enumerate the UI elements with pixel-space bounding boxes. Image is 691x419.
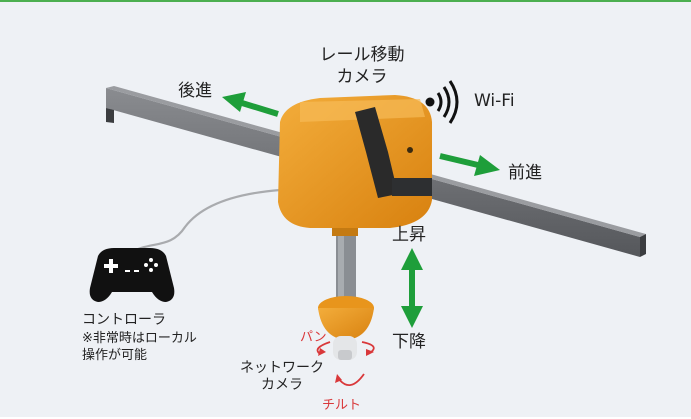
label-backward: 後進 xyxy=(178,81,212,101)
arrow-up-down xyxy=(401,248,423,328)
arrow-forward xyxy=(439,153,500,176)
label-wifi: Wi-Fi xyxy=(474,91,515,111)
label-down: 下降 xyxy=(392,332,426,352)
label-network-camera: ネットワーク カメラ xyxy=(234,360,330,394)
controller-cable xyxy=(127,188,281,255)
camera-title-line1: レール移動 xyxy=(319,45,405,65)
rail-camera-body xyxy=(278,95,432,228)
lift-pole xyxy=(332,228,358,298)
wifi-signal-icon xyxy=(425,80,459,124)
arrow-backward xyxy=(222,92,279,117)
network-camera-head xyxy=(318,296,374,360)
gamepad-icon xyxy=(89,248,175,302)
network-camera-line2: カメラ xyxy=(261,377,303,393)
label-up: 上昇 xyxy=(392,225,426,245)
controller-note-line1: ※非常時はローカル xyxy=(82,331,197,346)
label-tilt: チルト xyxy=(322,398,362,413)
label-pan: パン xyxy=(300,330,327,345)
network-camera-line1: ネットワーク xyxy=(240,360,324,376)
label-forward: 前進 xyxy=(508,163,542,183)
camera-title-line2: カメラ xyxy=(336,67,388,87)
controller-note-line2: 操作が可能 xyxy=(82,348,148,363)
controller-note: ※非常時はローカル 操作が可能 xyxy=(82,330,197,364)
camera-title: レール移動 カメラ xyxy=(310,44,414,88)
label-controller: コントローラ xyxy=(82,312,166,328)
